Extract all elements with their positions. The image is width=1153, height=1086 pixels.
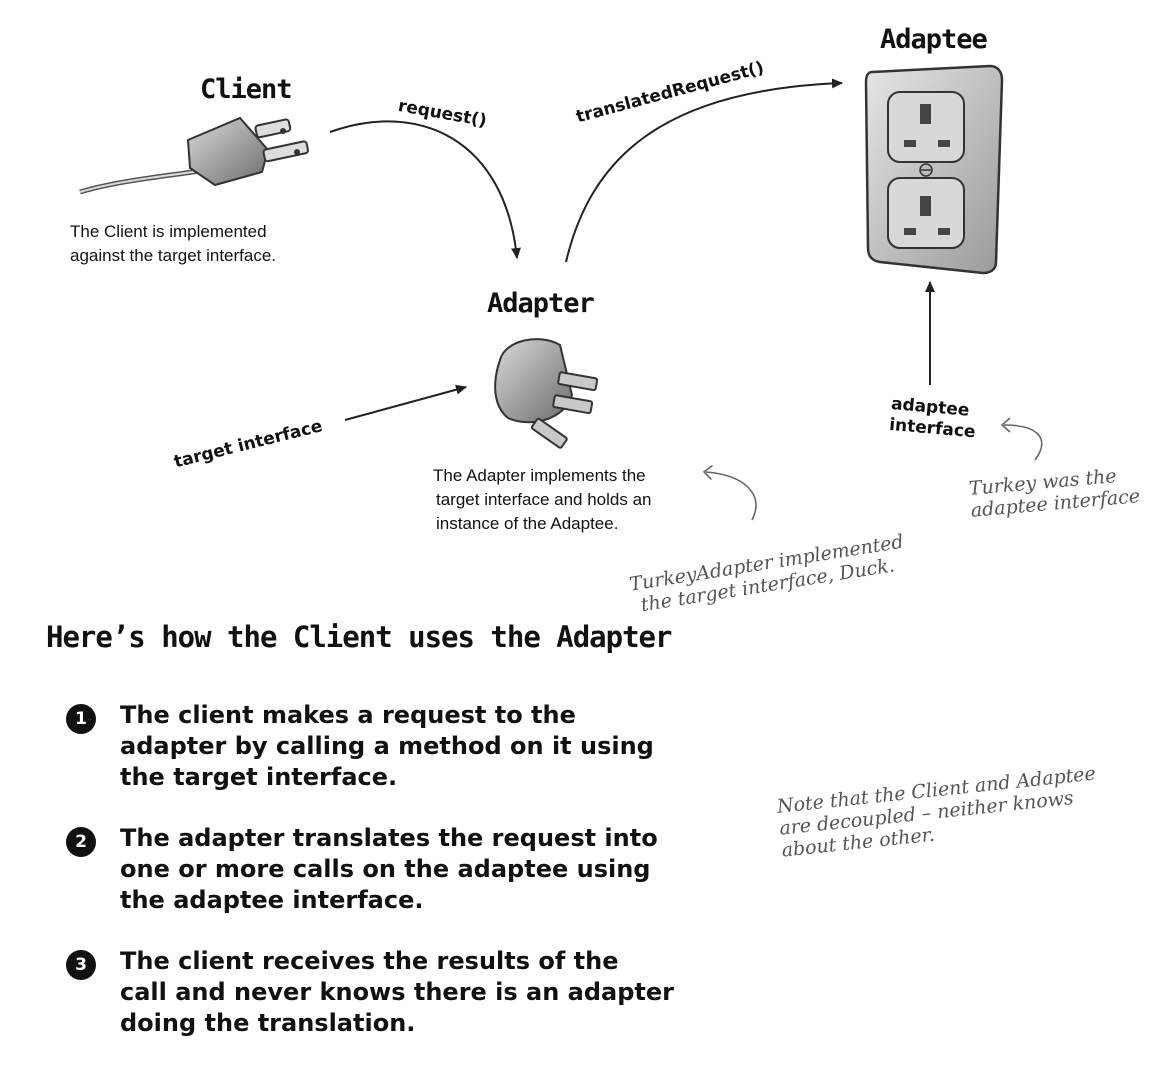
target-interface-arrow xyxy=(344,384,467,421)
step-text-line: call and never knows there is an adapter xyxy=(120,978,675,1006)
section-heading: Here’s how the Client uses the Adapter xyxy=(46,620,672,654)
step-text: The adapter translates the request into … xyxy=(120,823,740,916)
step-number-badge: 3 xyxy=(66,950,96,980)
step-text-line: The client receives the results of the xyxy=(120,947,619,975)
step-text-line: doing the translation. xyxy=(120,1009,416,1037)
client-description: The Client is implemented against the ta… xyxy=(70,220,276,268)
step-text-line: The client makes a request to the xyxy=(120,701,576,729)
translated-request-arrow xyxy=(565,78,843,263)
step-text-line: one or more calls on the adaptee using xyxy=(120,855,651,883)
adapter-description-line: The Adapter implements the xyxy=(433,466,646,485)
step-text-line: adapter by calling a method on it using xyxy=(120,732,654,760)
step-text-line: the adaptee interface. xyxy=(120,886,424,914)
step-number-badge: 1 xyxy=(66,704,96,734)
plug-icon xyxy=(79,116,309,195)
client-description-line: against the target interface. xyxy=(70,246,277,265)
step-number-badge: 2 xyxy=(66,827,96,857)
client-title: Client xyxy=(200,74,293,105)
adapter-description-line: target interface and holds an xyxy=(436,490,652,509)
client-description-line: The Client is implemented xyxy=(70,222,267,241)
turkey-note-arrow xyxy=(1000,417,1043,461)
adaptee-interface-label: adaptee interface xyxy=(888,394,978,443)
adapter-title: Adapter xyxy=(487,288,595,319)
adaptee-title: Adaptee xyxy=(880,24,988,55)
step-text-line: The adapter translates the request into xyxy=(120,824,658,852)
adapter-plug-icon xyxy=(494,338,599,449)
adapter-description-line: instance of the Adaptee. xyxy=(436,514,619,533)
request-arrow xyxy=(329,120,521,259)
step-text-line: the target interface. xyxy=(120,763,398,791)
step-text: The client makes a request to the adapte… xyxy=(120,700,740,793)
turkey-adapter-note-arrow xyxy=(702,464,757,521)
adapter-description: The Adapter implements the target interf… xyxy=(433,464,651,536)
wall-outlet-icon xyxy=(864,64,1004,275)
step-text: The client receives the results of the c… xyxy=(120,946,740,1039)
